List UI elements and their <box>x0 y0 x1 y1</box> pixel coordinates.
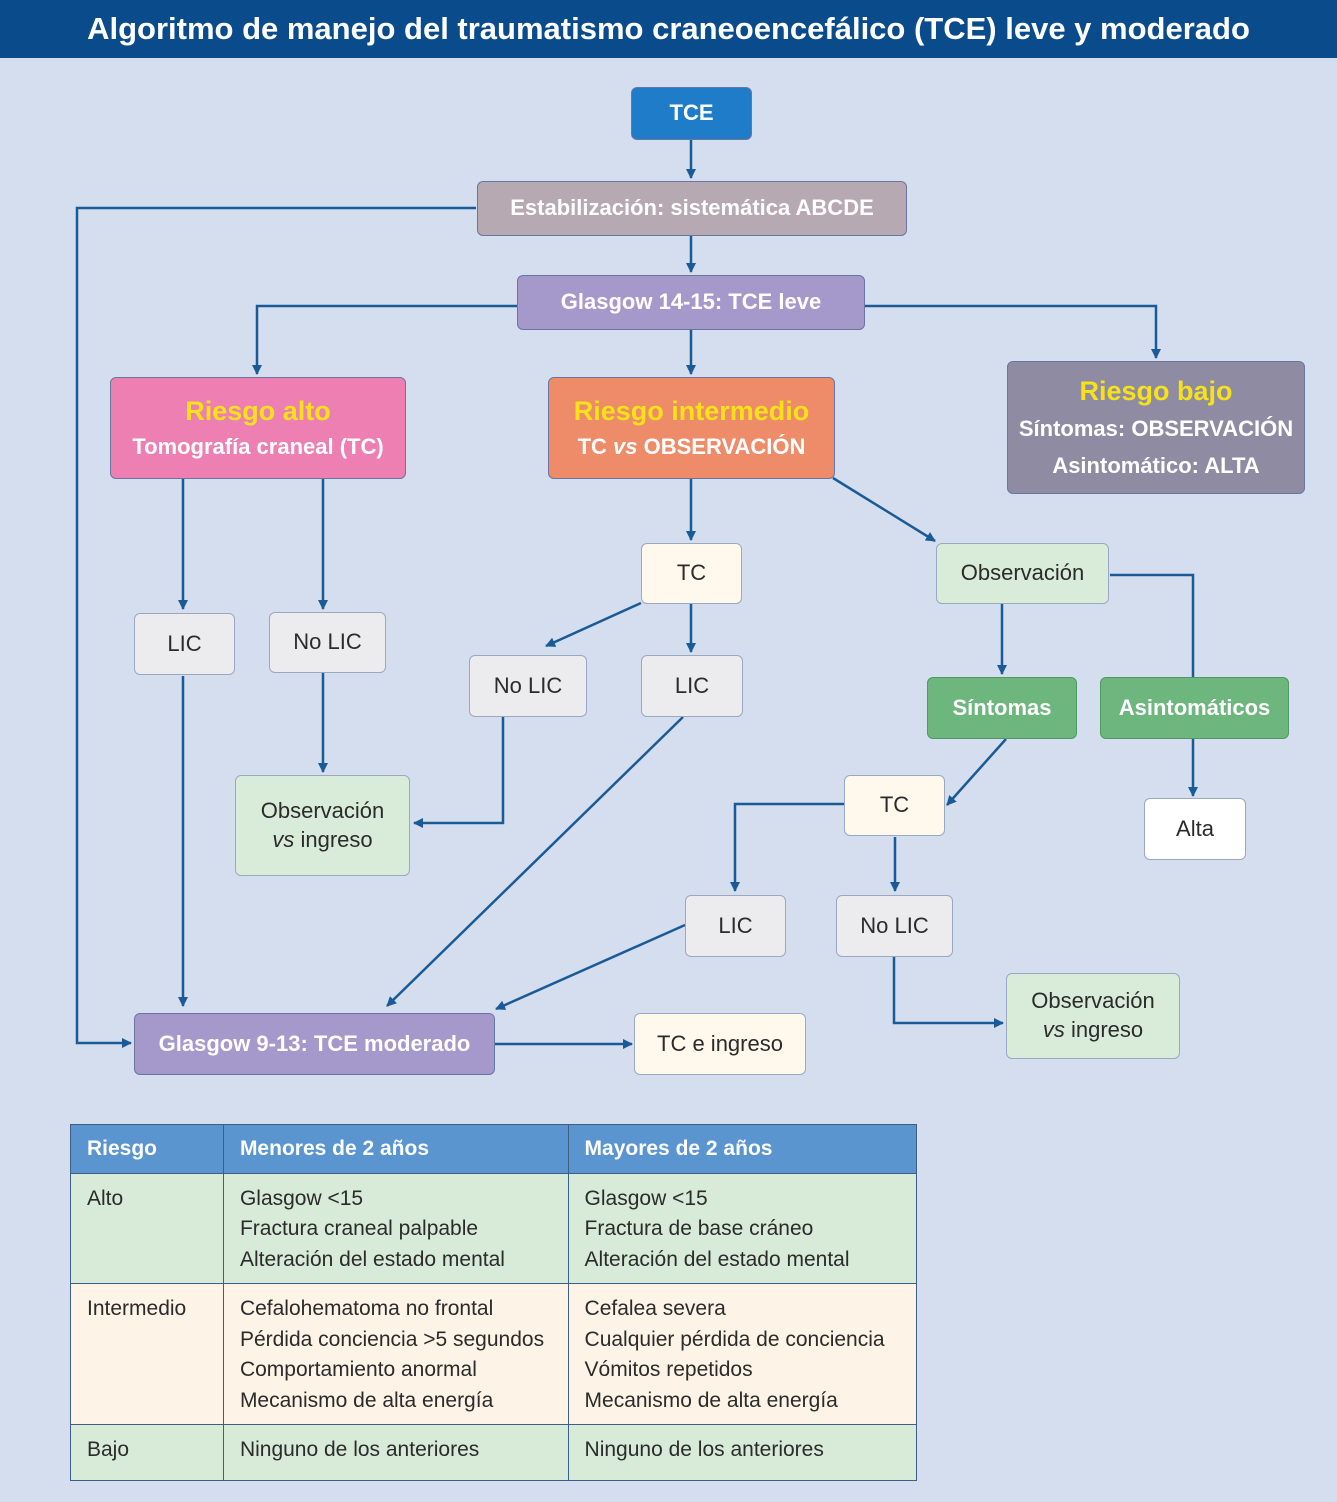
observacion-node: Observación <box>936 543 1109 604</box>
asintomaticos-node: Asintomáticos <box>1100 677 1289 739</box>
no-lic-node-sintomas: No LIC <box>836 895 953 957</box>
riesgo-bajo-title: Riesgo bajo <box>1079 376 1233 407</box>
criterion: Vómitos repetidos <box>584 1358 753 1382</box>
lic-label: LIC <box>167 630 202 656</box>
glasgow-leve-label: Glasgow 14-15: TCE leve <box>560 289 822 315</box>
obs-vs-ingreso-vs: vs <box>1042 1017 1065 1042</box>
no-lic-label: No LIC <box>860 912 929 938</box>
glasgow-leve-node: Glasgow 14-15: TCE leve <box>517 275 865 330</box>
sintomas-node: Síntomas <box>927 677 1077 739</box>
criterion: Mecanismo de alta energía <box>584 1388 838 1412</box>
risk-cell: Alto <box>70 1172 224 1285</box>
tce-label: TCE <box>669 100 714 126</box>
criterion: Cefalohematoma no frontal <box>239 1297 494 1321</box>
criterion: Alteración del estado mental <box>584 1247 850 1271</box>
criterion: Mecanismo de alta energía <box>239 1388 494 1412</box>
criterion: Fractura craneal palpable <box>239 1217 479 1241</box>
tce-node: TCE <box>631 87 752 140</box>
obs-vs-ingreso-line1: Observación <box>1031 988 1155 1014</box>
obs-vs-ingreso-rest: ingreso <box>1064 1017 1144 1042</box>
header-mayores: Mayores de 2 años <box>567 1124 918 1174</box>
no-lic-node-intermedio: No LIC <box>469 655 587 717</box>
criterion: Glasgow <15 <box>239 1187 364 1210</box>
header-menores: Menores de 2 años <box>222 1124 569 1174</box>
risk-cell: Bajo <box>70 1424 224 1482</box>
no-lic-label: No LIC <box>493 672 563 698</box>
riesgo-intermedio-title: Riesgo intermedio <box>573 396 810 427</box>
criterion: Cualquier pérdida de conciencia <box>584 1327 885 1351</box>
tc-ingreso-node: TC e ingreso <box>634 1013 806 1075</box>
riesgo-bajo-line2: Asintomático: ALTA <box>1052 453 1260 479</box>
obs-vs-ingreso-line2: vs ingreso <box>1043 1016 1143 1045</box>
table-header-row: Riesgo Menores de 2 años Mayores de 2 añ… <box>70 1124 918 1174</box>
glasgow-moderado-label: Glasgow 9-13: TCE moderado <box>158 1030 471 1056</box>
criterion: Comportamiento anormal <box>239 1358 477 1382</box>
lic-node-sintomas: LIC <box>685 895 786 957</box>
criterion: Ninguno de los anteriores <box>239 1438 480 1462</box>
obs-vs-ingreso-vs: vs <box>272 826 295 852</box>
tc-label: TC <box>879 792 910 818</box>
riesgo-intermedio-node: Riesgo intermedio TC vs OBSERVACIÓN <box>548 377 835 479</box>
riesgo-alto-title: Riesgo alto <box>185 396 331 427</box>
riesgo-bajo-node: Riesgo bajo Síntomas: OBSERVACIÓN Asinto… <box>1007 361 1305 494</box>
observacion-label: Observación <box>960 560 1085 586</box>
lic-node-intermedio: LIC <box>641 655 743 717</box>
no-lic-label: No LIC <box>293 629 362 655</box>
obs-vs-ingreso-line2: vs ingreso <box>272 826 372 855</box>
criterion: Alteración del estado mental <box>239 1247 505 1271</box>
lic-label: LIC <box>718 912 753 938</box>
header-riesgo: Riesgo <box>70 1124 224 1174</box>
menores-cell: Cefalohematoma no frontal Pérdida concie… <box>222 1283 569 1426</box>
riesgo-intermedio-text-after: OBSERVACIÓN <box>637 434 806 460</box>
riesgo-intermedio-text: TC vs OBSERVACIÓN <box>578 433 806 462</box>
mayores-cell: Glasgow <15 Fractura de base cráneo Alte… <box>567 1172 918 1285</box>
table-row: Alto Glasgow <15 Fractura craneal palpab… <box>70 1172 918 1285</box>
estabilizacion-node: Estabilización: sistemática ABCDE <box>477 181 907 236</box>
obs-vs-ingreso-node-sintomas: Observación vs ingreso <box>1006 973 1180 1059</box>
alta-node: Alta <box>1144 798 1246 860</box>
estabilizacion-label: Estabilización: sistemática ABCDE <box>510 195 874 221</box>
risk-table: Riesgo Menores de 2 años Mayores de 2 añ… <box>70 1124 918 1482</box>
criterion: Fractura de base cráneo <box>584 1217 814 1241</box>
lic-label: LIC <box>674 672 710 698</box>
obs-vs-ingreso-rest: ingreso <box>294 826 373 852</box>
mayores-cell: Ninguno de los anteriores <box>567 1424 918 1482</box>
no-lic-node-alto: No LIC <box>269 612 386 673</box>
riesgo-alto-node: Riesgo alto Tomografía craneal (TC) <box>110 377 406 479</box>
page-title: Algoritmo de manejo del traumatismo cran… <box>0 0 1337 58</box>
risk-cell: Intermedio <box>70 1283 224 1426</box>
criterion: Cefalea severa <box>584 1297 726 1321</box>
sintomas-label: Síntomas <box>952 694 1052 720</box>
mayores-cell: Cefalea severa Cualquier pérdida de conc… <box>567 1283 918 1426</box>
riesgo-intermedio-text-before: TC <box>577 434 614 460</box>
tc-node-intermedio: TC <box>641 543 742 604</box>
obs-vs-ingreso-node-alto: Observación vs ingreso <box>235 775 410 876</box>
glasgow-moderado-node: Glasgow 9-13: TCE moderado <box>134 1013 495 1075</box>
alta-label: Alta <box>1176 815 1214 841</box>
criterion: Ninguno de los anteriores <box>584 1438 824 1462</box>
menores-cell: Ninguno de los anteriores <box>222 1424 569 1482</box>
menores-cell: Glasgow <15 Fractura craneal palpable Al… <box>222 1172 569 1285</box>
riesgo-alto-text: Tomografía craneal (TC) <box>132 434 384 460</box>
table-row: Intermedio Cefalohematoma no frontal Pér… <box>70 1283 918 1426</box>
tc-label: TC <box>676 560 707 586</box>
table-row: Bajo Ninguno de los anteriores Ninguno d… <box>70 1424 918 1482</box>
riesgo-bajo-line1: Síntomas: OBSERVACIÓN <box>1018 416 1294 442</box>
obs-vs-ingreso-line1: Observación <box>260 797 385 823</box>
lic-node-alto: LIC <box>134 613 235 675</box>
tc-node-sintomas: TC <box>844 775 945 836</box>
criterion: Pérdida conciencia >5 segundos <box>239 1327 545 1351</box>
riesgo-intermedio-vs: vs <box>613 434 638 460</box>
asintomaticos-label: Asintomáticos <box>1118 694 1271 720</box>
criterion: Glasgow <15 <box>584 1187 708 1210</box>
tc-ingreso-label: TC e ingreso <box>657 1030 783 1056</box>
